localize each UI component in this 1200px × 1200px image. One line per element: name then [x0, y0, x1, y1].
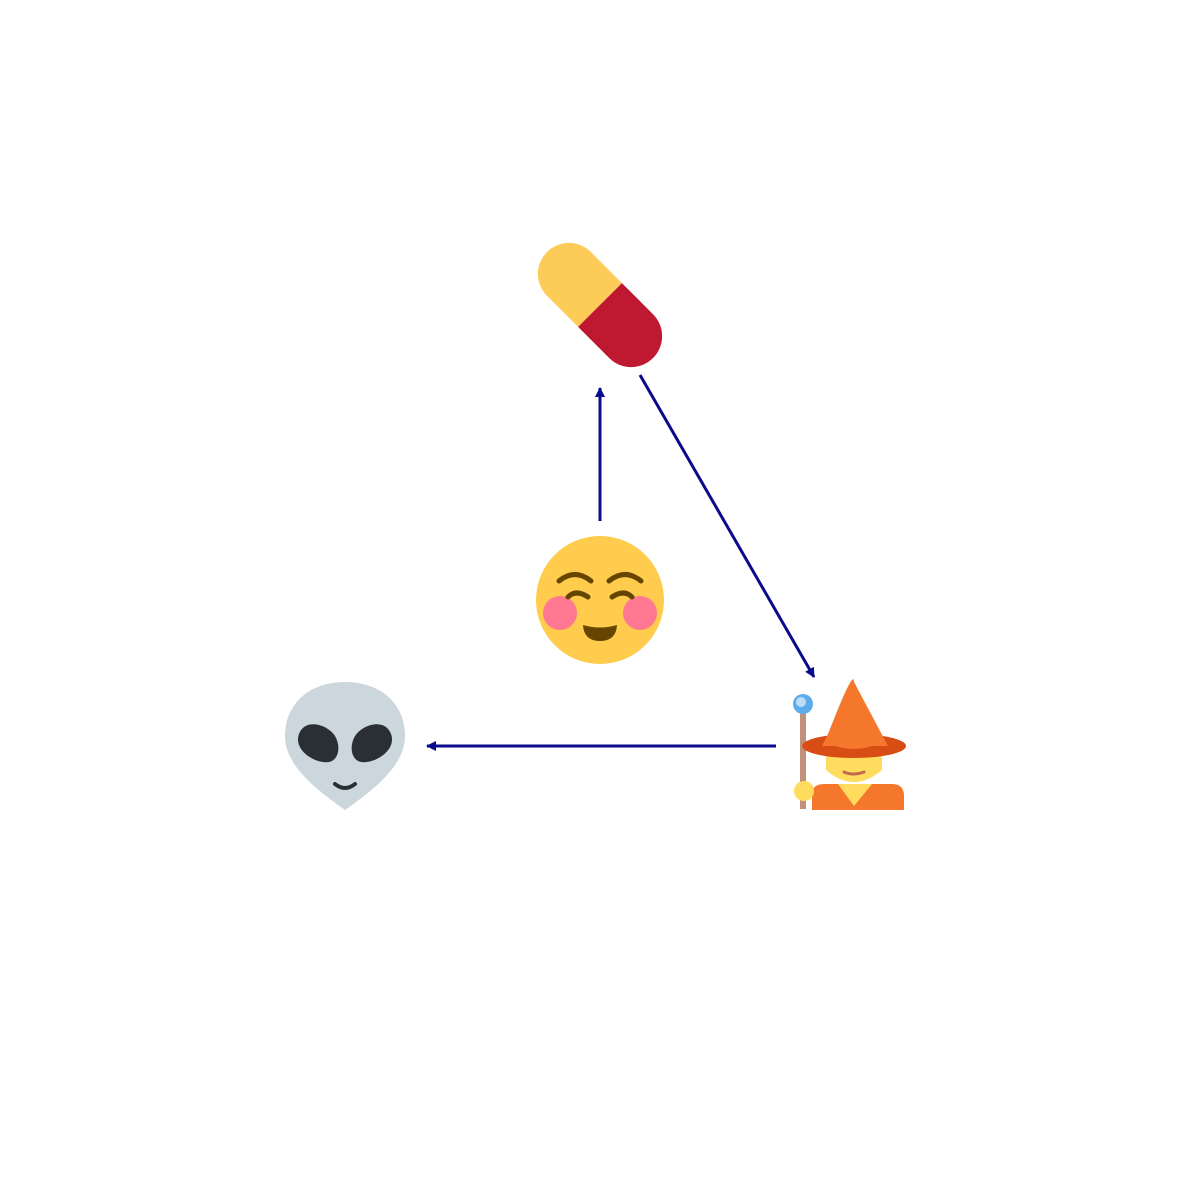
smiling-face-with-blush-icon [536, 536, 664, 664]
alien-icon [285, 682, 405, 810]
mage-icon [793, 679, 906, 810]
edge-pill-to-mage [638, 374, 816, 678]
pill-icon [537, 242, 663, 368]
edges [426, 374, 816, 751]
